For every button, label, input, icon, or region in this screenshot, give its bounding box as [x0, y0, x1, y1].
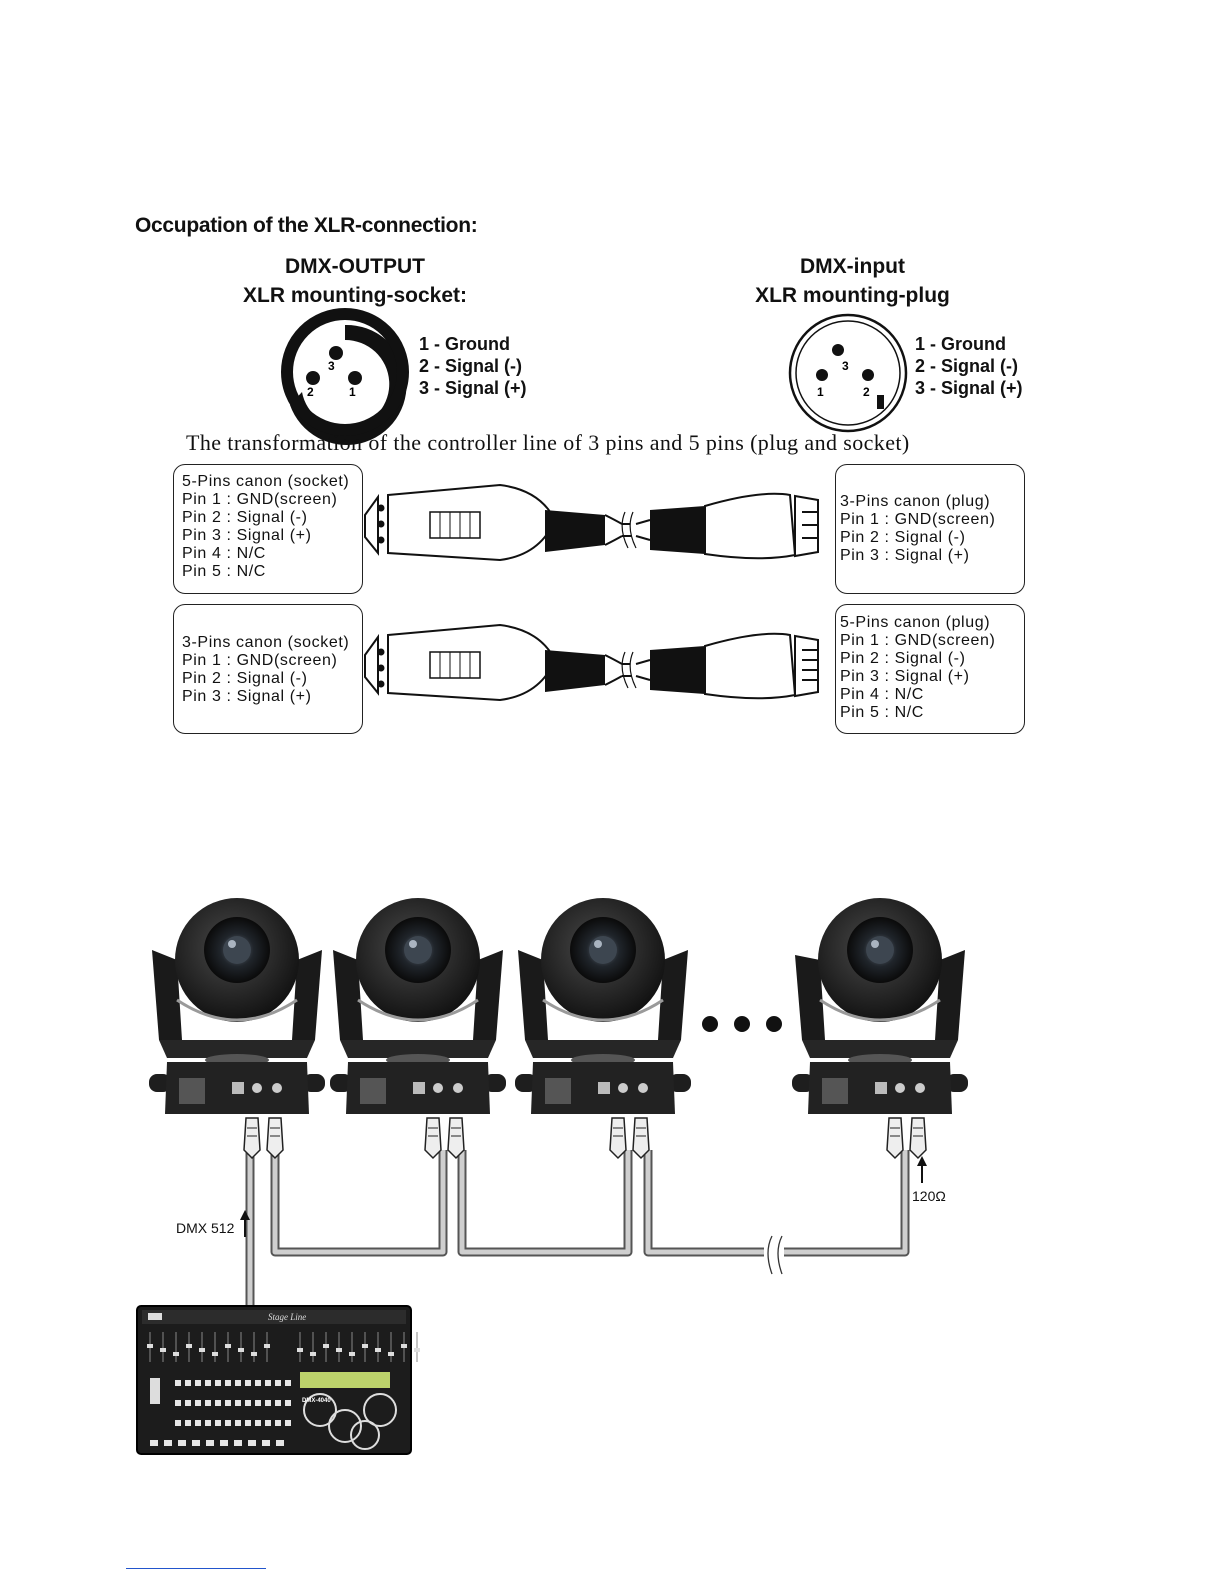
terminator-arrow-icon: [917, 1156, 927, 1183]
controller-display: [300, 1372, 390, 1388]
controller-model-label: DMX-4040: [302, 1398, 331, 1404]
adapter2-left-line-2: Pin 1 : GND(screen): [182, 652, 338, 669]
input-pin-3: 3 - Signal (+): [915, 378, 1023, 398]
moving-head-fixtures: [149, 898, 968, 1160]
adapter1-left-line-2: Pin 1 : GND(screen): [182, 491, 338, 508]
section-heading: Occupation of the XLR-connection:: [135, 214, 478, 237]
adapter-cable-5pin-to-3pin: [364, 483, 819, 562]
adapter1-left-line-1: 5-Pins canon (socket): [182, 473, 350, 490]
adapter1-right-line-3: Pin 2 : Signal (-): [840, 529, 966, 546]
adapter1-left-box: [173, 464, 363, 594]
adapter2-right-line-6: Pin 5 : N/C: [840, 704, 924, 721]
adapter2-left-line-4: Pin 3 : Signal (+): [182, 688, 312, 705]
adapter2-right-line-5: Pin 4 : N/C: [840, 686, 924, 703]
plug-pin-1-label: 1: [817, 385, 824, 399]
footer-link-underline: [126, 1568, 266, 1569]
adapter1-left-line-3: Pin 2 : Signal (-): [182, 509, 308, 526]
ellipsis-dot-2: [734, 1016, 750, 1032]
socket-pin-1-label: 1: [349, 385, 356, 399]
output-pin-2: 2 - Signal (-): [419, 356, 522, 376]
adapter1-left-line-5: Pin 4 : N/C: [182, 545, 266, 562]
adapter1-right-line-1: 3-Pins canon (plug): [840, 493, 991, 510]
socket-pin-2-label: 2: [307, 385, 314, 399]
adapter1-left-text: 5-Pins canon (socket) Pin 1 : GND(screen…: [182, 473, 349, 581]
xlr-socket-icon: [281, 308, 409, 445]
moving-head-fixture-4: [792, 898, 968, 1160]
ellipsis-dot-3: [766, 1016, 782, 1032]
adapter1-right-line-4: Pin 3 : Signal (+): [840, 547, 970, 564]
plug-pin-2-label: 2: [863, 385, 870, 399]
input-pin-list: 1 - Ground 2 - Signal (-) 3 - Signal (+): [915, 333, 1023, 399]
terminator-120-ohm-label: 120Ω: [912, 1188, 946, 1204]
adapter2-left-box: [173, 604, 363, 734]
dmx-output-title-line1: DMX-OUTPUT: [285, 255, 425, 278]
output-pin-3: 3 - Signal (+): [419, 378, 527, 398]
adapter1-right-text: 3-Pins canon (plug) Pin 1 : GND(screen) …: [840, 493, 995, 565]
transformation-caption: The transformation of the controller lin…: [186, 430, 910, 455]
cable-break-icon: [767, 1235, 783, 1275]
plug-pin-3-label: 3: [842, 359, 849, 373]
controller-brand-label: Stage Line: [268, 1312, 306, 1322]
socket-pin-3-label: 3: [328, 359, 335, 373]
input-pin-2: 2 - Signal (-): [915, 356, 1018, 376]
moving-head-fixture-1: [149, 898, 325, 1160]
dmx-input-arrow-icon: [240, 1210, 250, 1237]
adapter2-left-line-3: Pin 2 : Signal (-): [182, 670, 308, 687]
adapter1-right-line-2: Pin 1 : GND(screen): [840, 511, 996, 528]
input-pin-1: 1 - Ground: [915, 334, 1006, 354]
adapter2-right-box: [835, 604, 1025, 734]
ellipsis-dot-1: [702, 1016, 718, 1032]
xlr-plug-icon: [788, 313, 908, 433]
adapter2-right-line-3: Pin 2 : Signal (-): [840, 650, 966, 667]
adapter2-right-line-1: 5-Pins canon (plug): [840, 614, 991, 631]
dmx-output-title: DMX-OUTPUT XLR mounting-socket:: [225, 252, 485, 310]
adapter1-left-line-6: Pin 5 : N/C: [182, 563, 266, 580]
moving-head-fixture-2: [330, 898, 506, 1160]
moving-head-fixture-3: [515, 898, 691, 1160]
dmx-input-title-line2: XLR mounting-plug: [755, 284, 950, 307]
dmx-chain-cables: [245, 1150, 910, 1310]
dmx-output-title-line2: XLR mounting-socket:: [243, 284, 467, 307]
dmx-controller-device: [136, 1305, 420, 1455]
adapter2-right-text: 5-Pins canon (plug) Pin 1 : GND(screen) …: [840, 614, 995, 722]
adapter1-left-line-4: Pin 3 : Signal (+): [182, 527, 312, 544]
adapter-cable-3pin-to-5pin: [364, 623, 819, 702]
cable-break-gap: [764, 1240, 784, 1270]
output-pin-1: 1 - Ground: [419, 334, 510, 354]
dmx-512-label: DMX 512: [176, 1220, 235, 1236]
output-pin-list: 1 - Ground 2 - Signal (-) 3 - Signal (+): [419, 333, 527, 399]
adapter1-right-box: [835, 464, 1025, 594]
adapter2-left-line-1: 3-Pins canon (socket): [182, 634, 350, 651]
adapter2-right-line-4: Pin 3 : Signal (+): [840, 668, 970, 685]
adapter2-left-text: 3-Pins canon (socket) Pin 1 : GND(screen…: [182, 634, 349, 706]
adapter2-right-line-2: Pin 1 : GND(screen): [840, 632, 996, 649]
dmx-input-title: DMX-input XLR mounting-plug: [720, 252, 985, 310]
dmx-input-title-line1: DMX-input: [800, 255, 905, 278]
